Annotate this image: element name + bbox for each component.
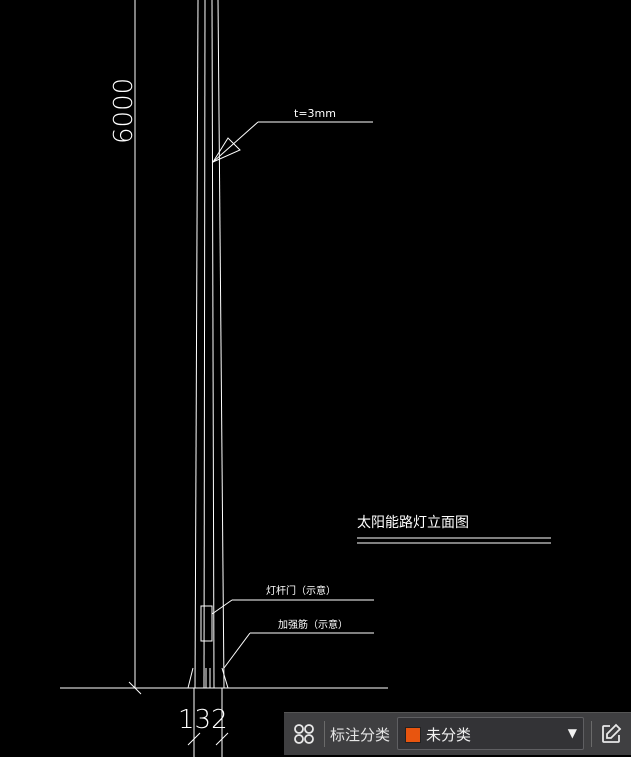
base-dimension [187, 688, 229, 757]
light-pole [194, 0, 225, 689]
caret-down-icon: ▼ [567, 726, 577, 740]
title-underline [357, 537, 551, 544]
category-dropdown[interactable]: 未分类 ▼ [397, 717, 584, 750]
toolbar-divider [591, 721, 592, 747]
pole-door [200, 599, 374, 642]
toolbar-divider [324, 721, 325, 747]
base-dimension-text: 132 [178, 705, 228, 735]
height-dimension-text: 6000 [109, 78, 139, 144]
thickness-leader [211, 121, 373, 164]
grid-four-circles-icon[interactable] [290, 720, 318, 748]
thickness-note: t=3mm [294, 107, 336, 120]
category-color-swatch [405, 727, 421, 743]
door-note: 灯杆门（示意） [266, 584, 336, 597]
edit-export-icon[interactable] [597, 720, 625, 748]
annotation-toolbar: 标注分类 未分类 ▼ [284, 712, 631, 755]
category-label: 标注分类 [330, 726, 391, 744]
drawing-title: 太阳能路灯立面图 [357, 515, 469, 531]
rib-note: 加强筋（示意） [278, 618, 348, 631]
category-value: 未分类 [426, 726, 472, 744]
